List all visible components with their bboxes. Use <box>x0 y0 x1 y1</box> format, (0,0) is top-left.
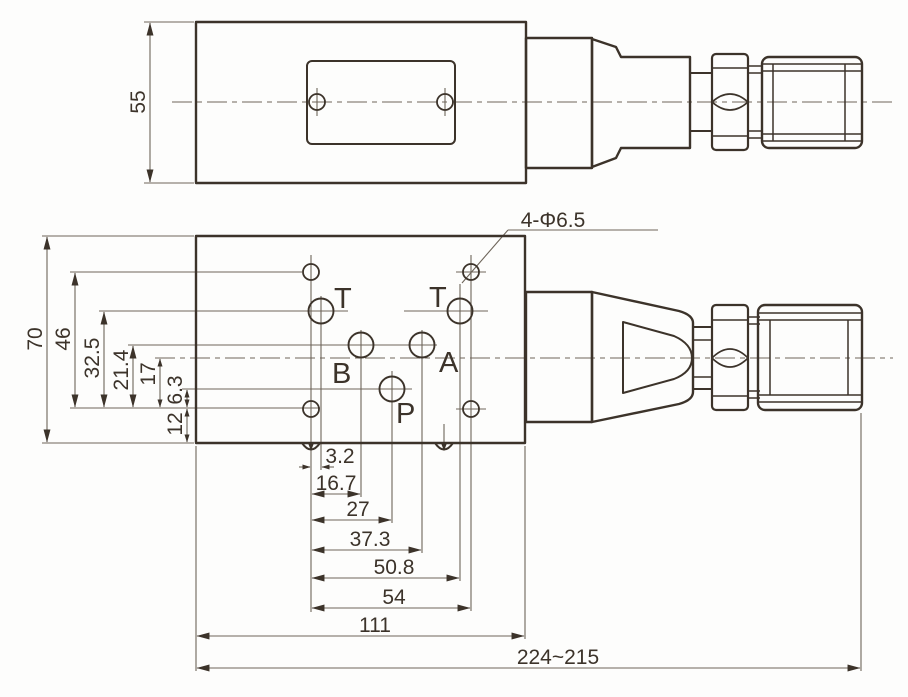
dim-6-3: 6.3 <box>164 375 187 404</box>
dim-21-4: 21.4 <box>110 349 133 390</box>
front-view-adapter-cone <box>590 290 695 424</box>
top-view-collar <box>748 65 762 139</box>
front-view-valve-section <box>524 290 594 424</box>
dim-16-7: 16.7 <box>316 472 357 495</box>
port-t-right-circle <box>446 297 474 325</box>
port-label-a: A <box>439 347 459 379</box>
construction-lines <box>42 21 893 671</box>
dim-46: 46 <box>52 327 75 350</box>
bolt-hole-top-left <box>302 263 320 281</box>
dim-224-215: 224~215 <box>517 646 599 669</box>
top-view-bolt-hole-right <box>436 93 454 111</box>
top-view-adapter <box>590 37 692 169</box>
dim-32-5: 32.5 <box>81 338 104 379</box>
dim-50-8: 50.8 <box>374 556 415 579</box>
labels: 55 70 46 32.5 21.4 17 6.3 12 3.2 16.7 27… <box>24 90 599 669</box>
top-view-bolt-hole-left <box>308 93 326 111</box>
front-view-notch-left <box>301 442 321 451</box>
front-view-collar <box>748 316 760 399</box>
notch-arrows <box>308 443 447 451</box>
dim-3-2: 3.2 <box>325 445 354 468</box>
port-b-circle <box>347 331 375 359</box>
dim-55: 55 <box>127 90 150 113</box>
dim-27: 27 <box>346 498 369 521</box>
part-outlines <box>194 20 864 451</box>
port-t-left-circle <box>307 297 335 325</box>
dim-111: 111 <box>359 614 391 637</box>
port-label-b: B <box>332 358 351 390</box>
top-view-valve-section <box>524 36 594 170</box>
dim-12: 12 <box>164 412 187 435</box>
port-p-circle <box>378 375 406 403</box>
dim-17: 17 <box>137 362 160 385</box>
dim-37-3: 37.3 <box>350 528 391 551</box>
hole-note: 4-Φ6.5 <box>521 209 586 232</box>
dim-54: 54 <box>382 586 406 609</box>
front-view-notch-right <box>434 442 454 451</box>
port-label-p: P <box>396 398 415 430</box>
port-a-circle <box>408 331 436 359</box>
port-label-t-right: T <box>429 282 447 314</box>
dimension-lines <box>43 22 861 672</box>
front-view-adjustment-knob <box>756 303 864 412</box>
dim-70: 70 <box>24 327 47 350</box>
port-label-t-left: T <box>334 283 352 315</box>
top-view-adjustment-knob <box>760 55 864 150</box>
top-view-mounting-pad <box>306 60 456 145</box>
bolt-hole-bottom-left <box>302 400 320 418</box>
bolt-hole-bottom-right <box>462 400 480 418</box>
bolt-hole-top-right <box>462 263 480 281</box>
